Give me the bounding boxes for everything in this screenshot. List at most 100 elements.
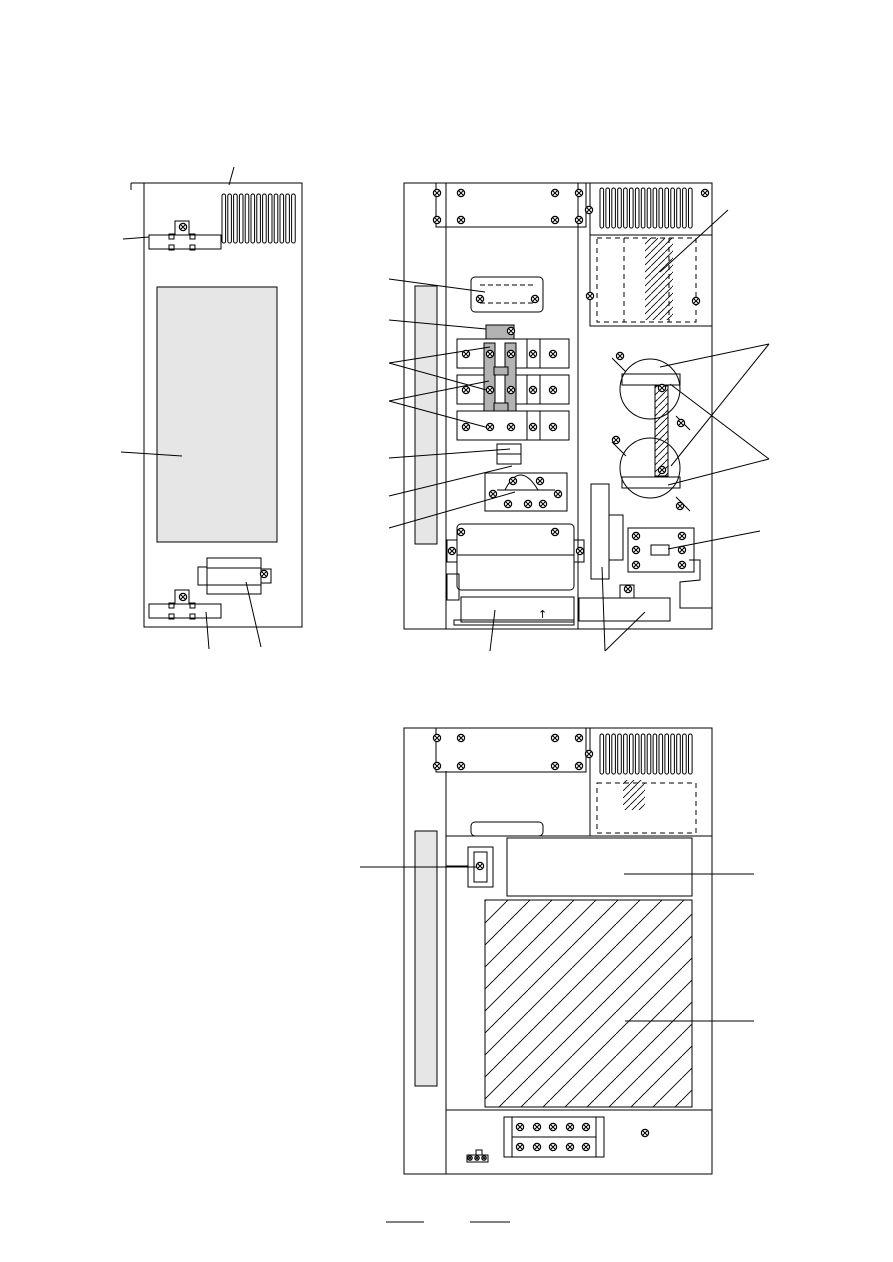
screw-icon: [474, 1155, 480, 1161]
vent-slot: [664, 187, 670, 229]
screw-icon: [481, 1155, 487, 1161]
screw-icon: [528, 422, 538, 432]
screw-icon: [456, 761, 466, 771]
left-large-panel: [156, 286, 278, 543]
screw-icon: [506, 349, 516, 359]
screw-icon: [523, 499, 533, 509]
top-small-relay: [496, 443, 522, 465]
vent-slot: [658, 733, 664, 775]
bottom-mounting-plate: [435, 727, 587, 773]
vent-slot: [629, 733, 634, 775]
screw-icon: [585, 291, 595, 301]
screw-icon: [553, 489, 563, 499]
screw-icon: [615, 351, 625, 361]
left-callouts: [120, 166, 262, 650]
screw-icon: [677, 545, 687, 555]
vent-slot: [291, 193, 296, 244]
screw-icon: [548, 422, 558, 432]
top-filter-circles: [611, 357, 691, 512]
bottom-fan-vents: [599, 733, 693, 775]
left-top-bracket: [148, 220, 222, 251]
vent-slot: [250, 193, 256, 244]
bottom-connector: [466, 1149, 489, 1163]
vent-slot: [676, 733, 681, 775]
screw-icon: [515, 1122, 525, 1132]
screw-icon: [530, 294, 540, 304]
top-terminal-block: [484, 472, 568, 512]
screw-icon: [515, 1142, 525, 1152]
vent-slot: [279, 193, 285, 244]
vent-slot: [244, 193, 250, 244]
screw-icon-group: [178, 188, 710, 1161]
screw-icon: [677, 560, 687, 570]
screw-icon: [565, 1122, 575, 1132]
screw-icon: [506, 326, 516, 336]
vent-slot: [256, 193, 261, 244]
vent-slot: [629, 187, 634, 229]
screw-icon: [535, 476, 545, 486]
vent-slot: [682, 187, 687, 229]
vent-slot: [611, 187, 616, 229]
screw-icon: [550, 527, 560, 537]
screw-icon: [550, 188, 560, 198]
vent-slot: [238, 193, 244, 244]
screw-icon: [584, 205, 594, 215]
top-right-cabinet-view: ↑: [388, 182, 770, 652]
screw-icon: [508, 476, 518, 486]
screw-icon: [461, 385, 471, 395]
vent-slot: [605, 187, 611, 229]
screw-icon: [640, 1128, 650, 1138]
screw-icon: [631, 545, 641, 555]
screw-icon: [538, 499, 548, 509]
screw-icon: [432, 188, 442, 198]
left-vent-slots: [221, 193, 296, 244]
screw-icon: [574, 761, 584, 771]
screw-icon: [503, 499, 513, 509]
vent-slot: [688, 733, 693, 775]
screw-icon: [532, 1122, 542, 1132]
vent-slot: [688, 187, 693, 229]
screw-icon: [432, 733, 442, 743]
bottom-hatched-unit: [484, 899, 693, 1108]
screw-icon: [631, 560, 641, 570]
top-vertical-bracket: [590, 483, 624, 580]
screw-icon: [548, 1122, 558, 1132]
screw-icon: [548, 385, 558, 395]
top-small-terminal: [627, 527, 712, 609]
left-bottom-bracket: [148, 589, 222, 620]
bottom-fan-compartment: [589, 727, 713, 837]
vent-slot: [605, 733, 611, 775]
vent-slot: [658, 187, 664, 229]
screw-icon: [657, 383, 667, 393]
screw-icon: [574, 215, 584, 225]
vent-slot: [670, 187, 675, 229]
top-bottom-plate: [453, 596, 575, 626]
screw-icon: [675, 501, 685, 511]
screw-icon: [548, 1142, 558, 1152]
screw-icon: [548, 349, 558, 359]
vent-slot: [233, 193, 238, 244]
screw-icon: [432, 215, 442, 225]
screw-icon: [488, 489, 498, 499]
bottom-label-panel: [506, 837, 693, 897]
vent-slot: [670, 733, 675, 775]
vent-slot: [267, 193, 273, 244]
vent-slot: [664, 733, 670, 775]
screw-icon: [574, 733, 584, 743]
vent-slot: [599, 733, 605, 775]
top-contactor-rows: [456, 324, 570, 441]
vent-slot: [652, 187, 658, 229]
screw-icon: [700, 188, 710, 198]
screw-icon: [550, 733, 560, 743]
vent-slot: [221, 193, 227, 244]
vent-slot: [646, 733, 652, 775]
screw-icon: [456, 733, 466, 743]
screw-icon: [676, 418, 686, 428]
top-callouts: [388, 209, 770, 652]
vent-slot: [285, 193, 290, 244]
vent-slot: [617, 187, 622, 229]
top-fuse-holder: [470, 276, 544, 313]
vent-slot: [262, 193, 267, 244]
screw-icon: [461, 422, 471, 432]
